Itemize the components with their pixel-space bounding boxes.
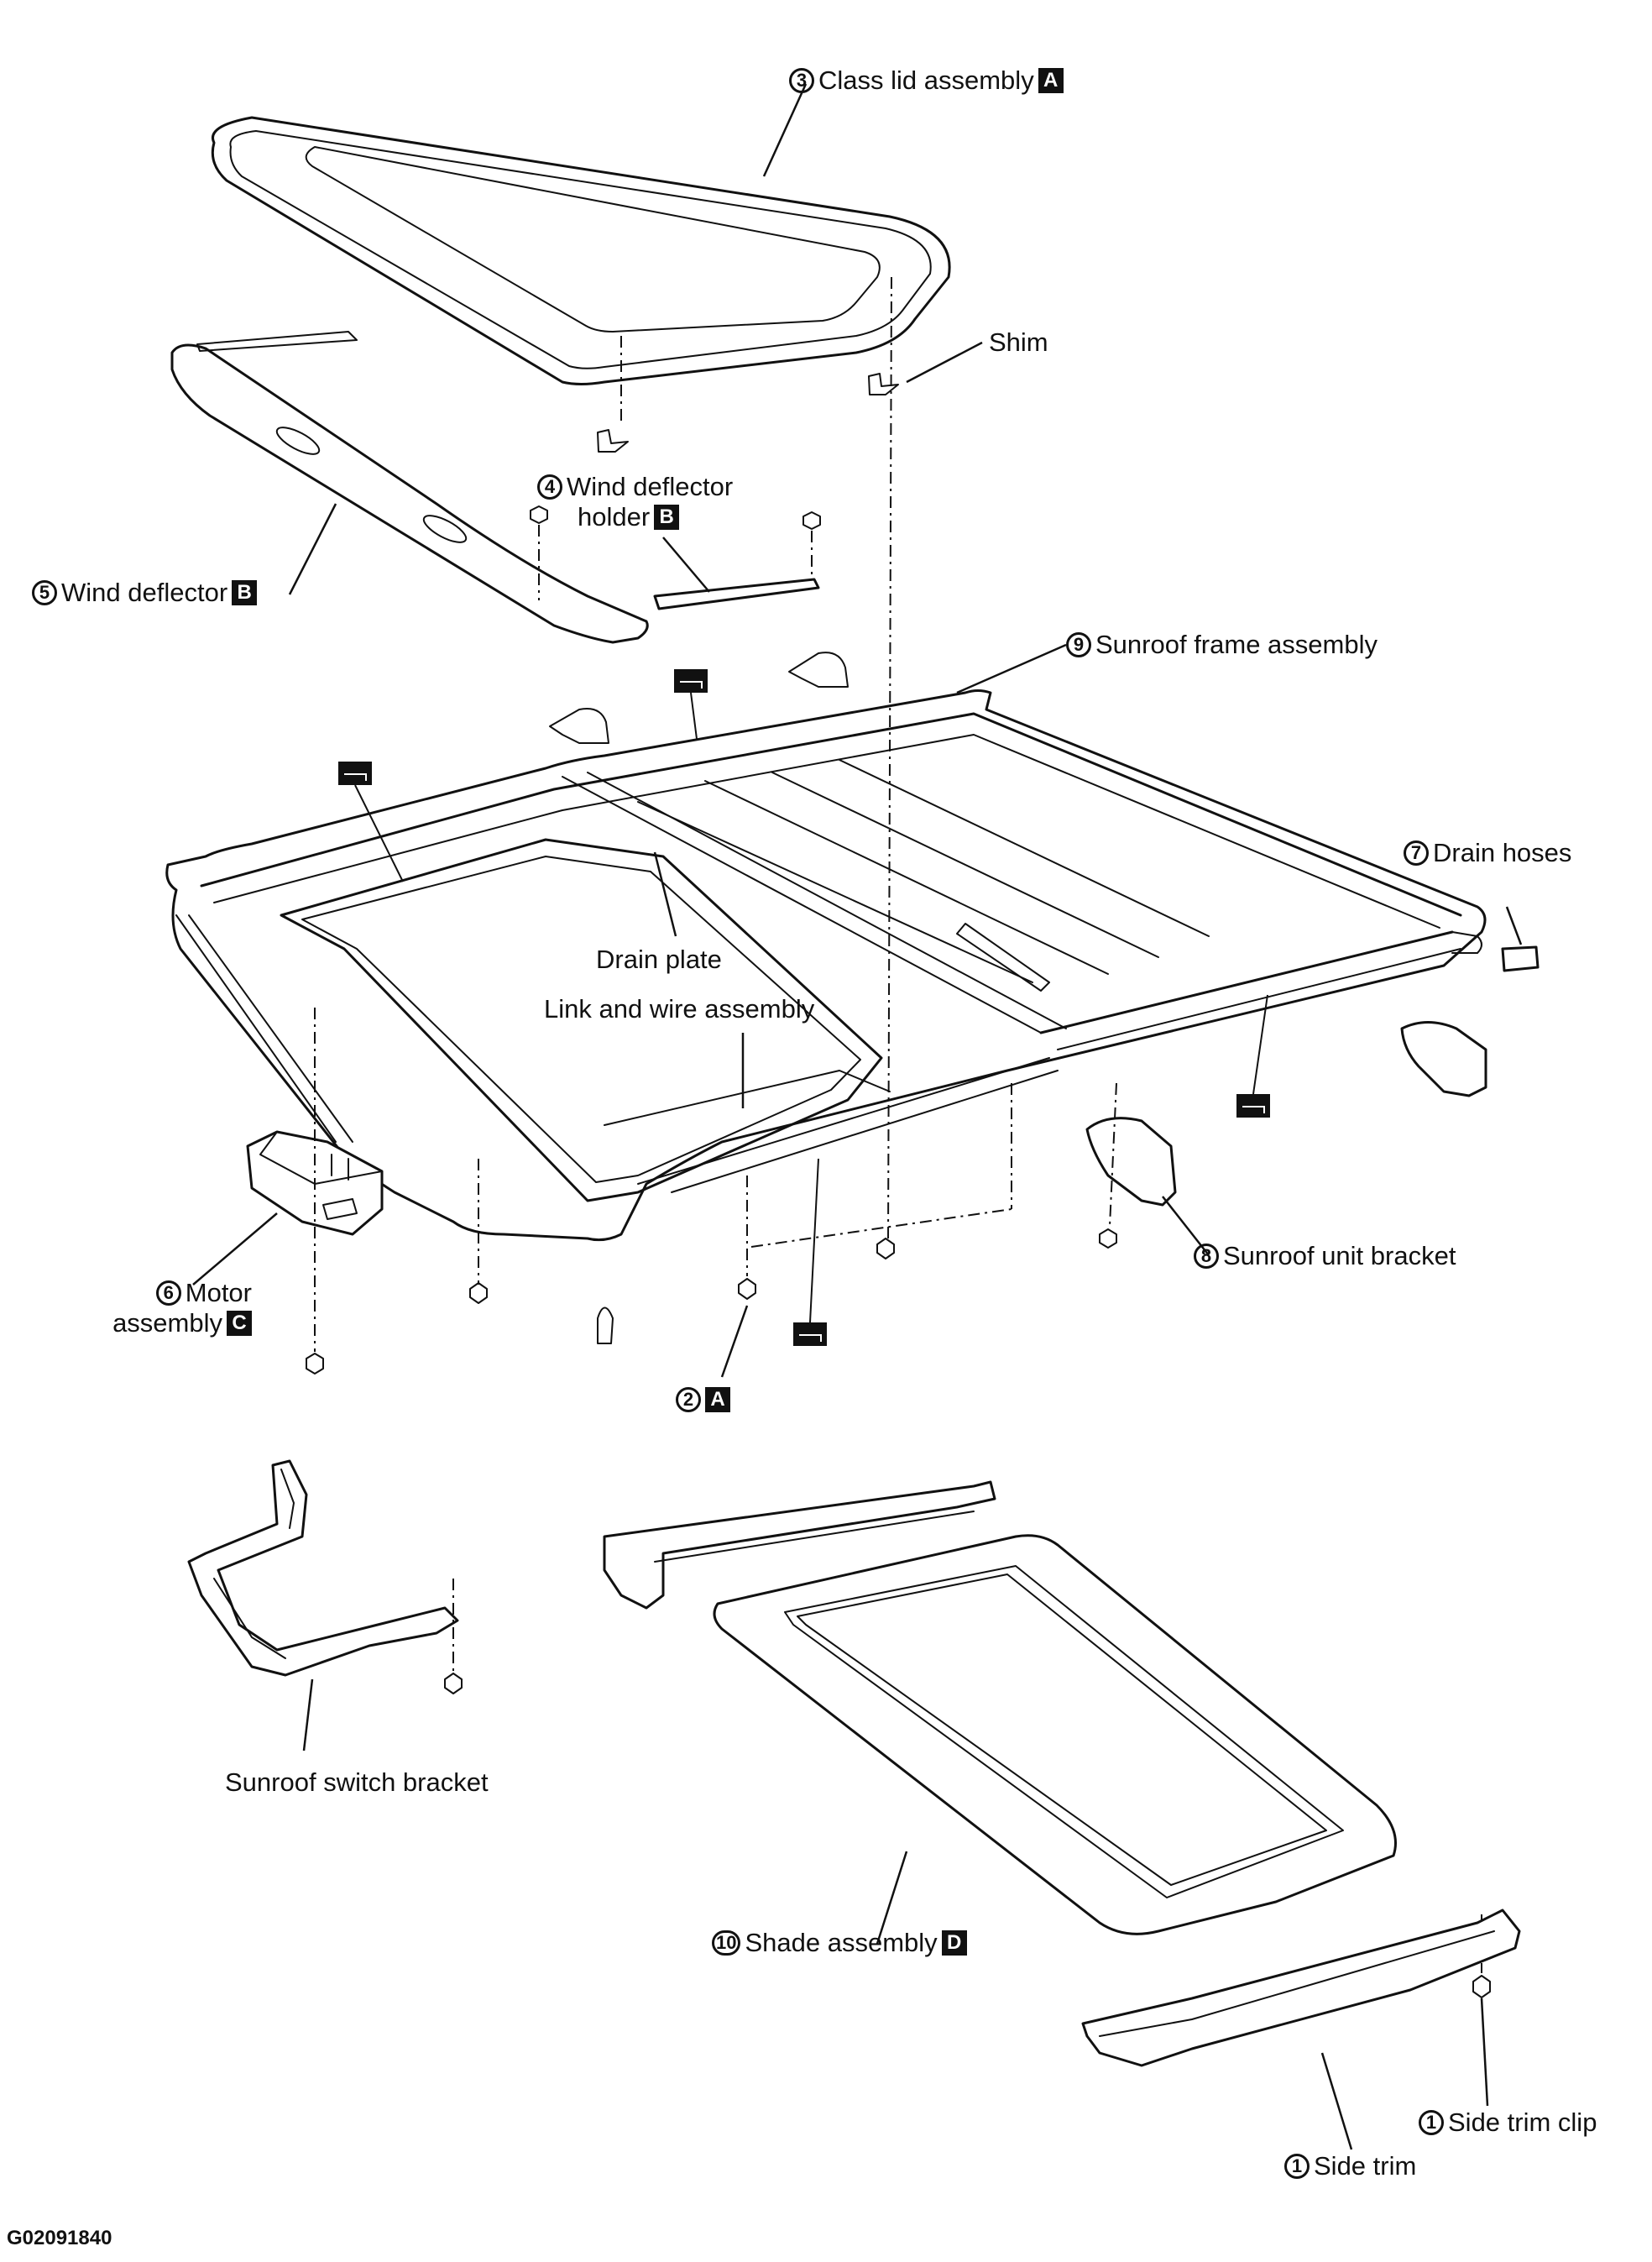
wind-deflector-holder	[653, 578, 820, 610]
nut-label: 2 A	[676, 1387, 730, 1412]
frame-brackets	[549, 652, 849, 744]
lubricant-points	[338, 669, 1270, 1346]
sunroof-unit-brackets	[1085, 1021, 1487, 1207]
shade-text: Shade assembly	[745, 1928, 938, 1957]
side-trim	[1081, 1909, 1521, 2067]
ref-badge-b: B	[654, 505, 680, 530]
holder-text-line2: holder	[578, 502, 651, 531]
part-number-3: 3	[789, 68, 814, 93]
motor-text-line2: assembly	[112, 1308, 222, 1338]
shade-assembly	[603, 1480, 1397, 1935]
part-number-5: 5	[32, 580, 57, 605]
drain-hoses-label: 7 Drain hoses	[1404, 838, 1571, 868]
ref-badge-c: C	[227, 1311, 252, 1336]
ref-badge-d: D	[941, 1930, 967, 1956]
figure-id: G02091840	[7, 2227, 112, 2249]
motor-assembly-label: 6 Motor assembly C	[50, 1278, 252, 1338]
sunroof-frame-text: Sunroof frame assembly	[1095, 630, 1378, 659]
side-trim-label: 1 Side trim	[1284, 2151, 1416, 2181]
sunroof-switch-bracket	[187, 1459, 459, 1677]
unit-bracket-label: 8 Sunroof unit bracket	[1194, 1241, 1456, 1271]
part-number-7: 7	[1404, 840, 1429, 866]
part-number-1: 1	[1284, 2154, 1310, 2179]
ref-badge-a: A	[705, 1387, 730, 1412]
wind-deflector-holder-label: 4 Wind deflector holder B	[537, 472, 733, 532]
side-trim-clip-text: Side trim clip	[1448, 2108, 1597, 2137]
switch-bracket-text: Sunroof switch bracket	[225, 1767, 489, 1797]
part-number-8: 8	[1194, 1244, 1219, 1269]
drain-plate-text: Drain plate	[596, 945, 722, 974]
glass-lid-text: Class lid assembly	[818, 65, 1034, 95]
part-number-2: 2	[676, 1387, 701, 1412]
side-trim-clip-label: 1 Side trim clip	[1419, 2108, 1597, 2138]
switch-bracket-label: Sunroof switch bracket	[225, 1767, 489, 1798]
part-number-9: 9	[1066, 632, 1091, 657]
glass-lid-assembly	[211, 116, 951, 385]
ref-badge-a: A	[1038, 68, 1064, 93]
side-trim-text: Side trim	[1314, 2151, 1417, 2181]
glass-lid-label: 3 Class lid assembly A	[789, 65, 1064, 96]
shim-label: Shim	[989, 327, 1048, 358]
part-number-1: 1	[1419, 2110, 1444, 2135]
wind-deflector	[170, 331, 649, 644]
wind-deflector-label: 5 Wind deflector B	[32, 578, 258, 608]
part-number-4: 4	[537, 474, 562, 500]
part-number-10: 10	[712, 1930, 741, 1956]
sunroof-frame-label: 9 Sunroof frame assembly	[1066, 630, 1378, 660]
wind-deflector-text: Wind deflector	[61, 578, 228, 607]
drain-plate-label: Drain plate	[596, 945, 722, 975]
link-wire-text: Link and wire assembly	[544, 994, 815, 1024]
shim-text: Shim	[989, 327, 1048, 357]
part-number-6: 6	[155, 1280, 181, 1306]
holder-text-line1: Wind deflector	[567, 472, 734, 501]
motor-text-line1: Motor	[185, 1278, 252, 1307]
drain-hoses-text: Drain hoses	[1433, 838, 1572, 867]
unit-bracket-text: Sunroof unit bracket	[1223, 1241, 1456, 1270]
ref-badge-b: B	[232, 580, 258, 605]
drain-hose-part	[1501, 945, 1540, 972]
link-wire-label: Link and wire assembly	[544, 994, 814, 1024]
shims	[597, 373, 899, 453]
sunroof-frame-assembly	[165, 689, 1487, 1242]
leader-lines	[192, 83, 1523, 2150]
shade-assembly-label: 10 Shade assembly D	[712, 1928, 967, 1958]
